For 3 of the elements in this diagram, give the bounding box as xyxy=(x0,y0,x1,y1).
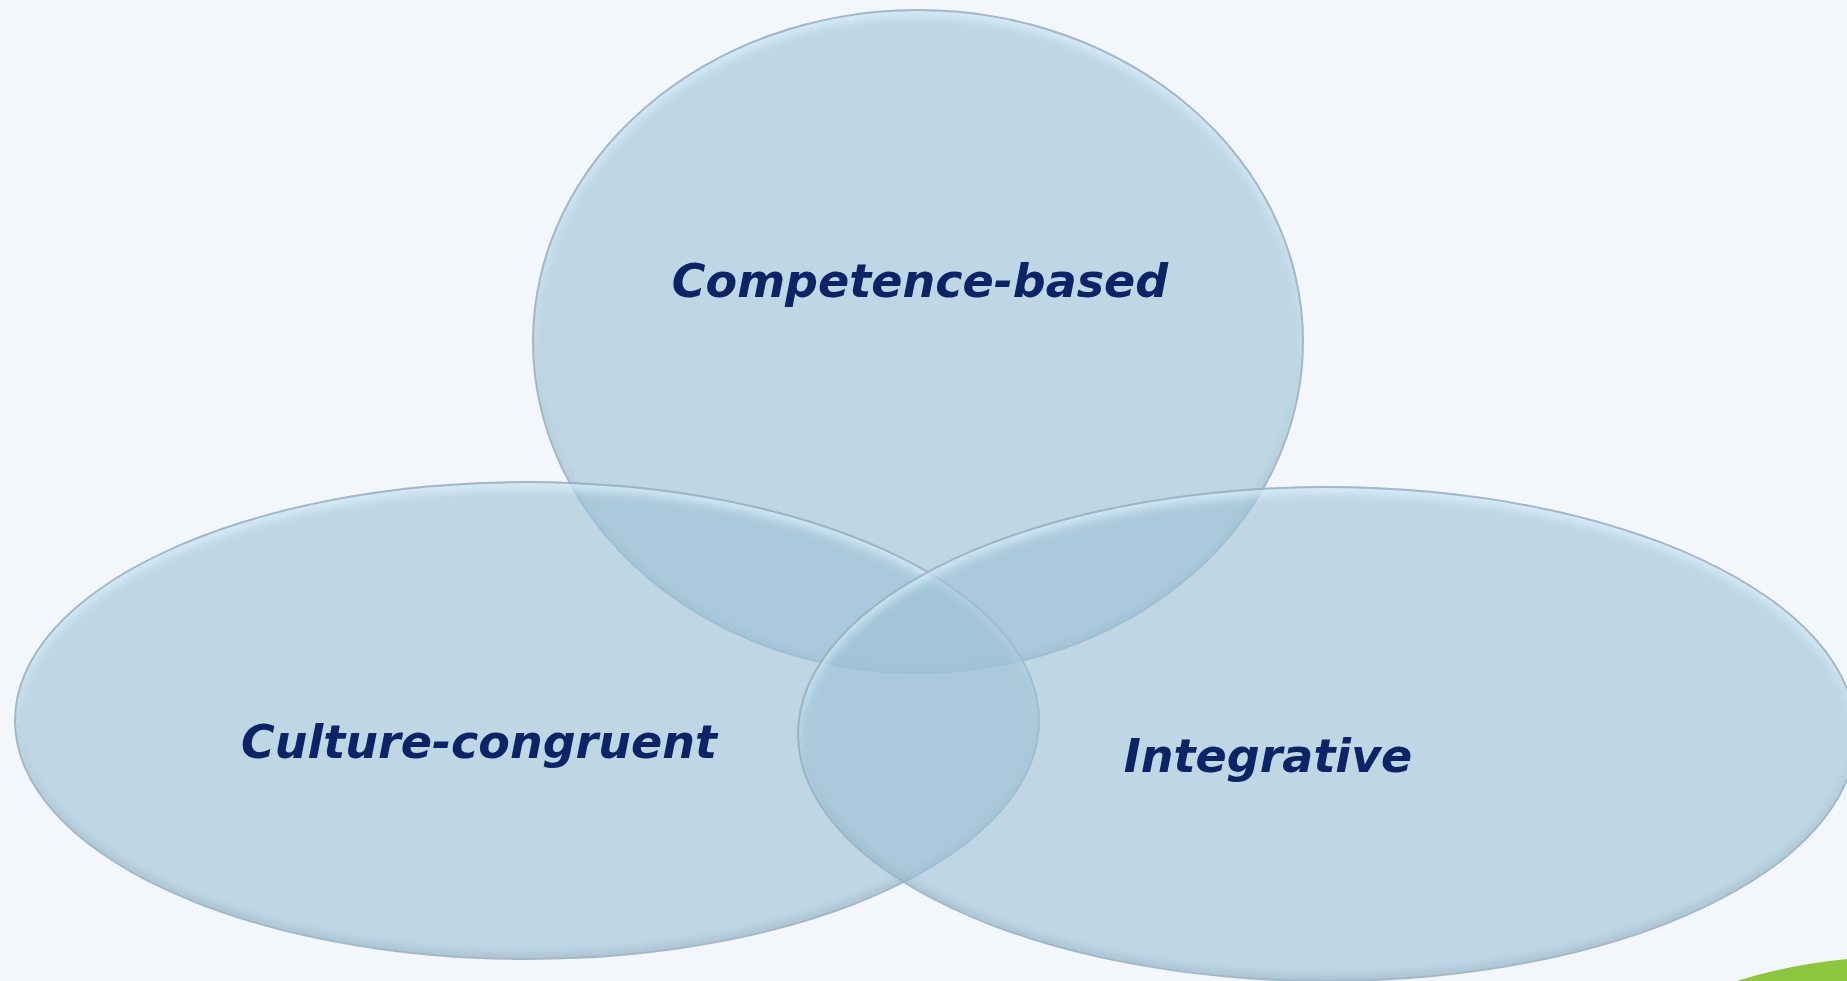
circle-label: Competence-based xyxy=(671,254,1169,308)
circle-label: Integrative xyxy=(1123,729,1413,783)
circle-label: Culture-congruent xyxy=(241,715,717,769)
